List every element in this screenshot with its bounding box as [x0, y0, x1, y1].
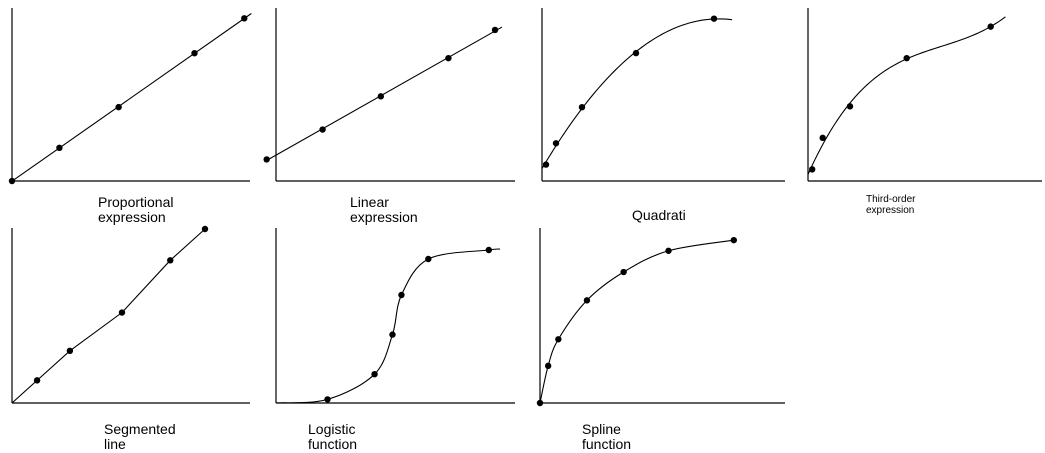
panel-spline — [536, 228, 785, 407]
panel-quadratic — [541, 8, 785, 182]
data-point — [583, 297, 591, 304]
fit-curve — [807, 16, 1006, 175]
fit-curve — [275, 248, 501, 404]
data-point — [632, 49, 640, 57]
data-point — [846, 103, 854, 110]
panel-label-linear: Linear expression — [350, 194, 418, 225]
data-point — [241, 15, 248, 22]
data-point — [544, 362, 552, 370]
data-point — [542, 161, 550, 168]
data-point — [425, 255, 432, 263]
panel-linear — [263, 8, 515, 182]
panel-label-quadratic: Quadrati — [632, 207, 686, 223]
panel-label-logistic: Logistic function — [308, 421, 358, 452]
data-point — [201, 225, 209, 233]
data-point — [987, 23, 994, 30]
data-point — [555, 336, 562, 343]
panel-segmented — [11, 225, 250, 404]
panel-label-third-order: Third-order expression — [866, 194, 916, 216]
data-point — [263, 156, 270, 163]
data-point — [167, 257, 174, 264]
data-point — [620, 268, 627, 276]
panel-third-order — [807, 8, 1042, 182]
data-point — [710, 15, 718, 22]
data-point — [56, 144, 63, 151]
data-point — [903, 54, 910, 62]
data-point — [371, 371, 378, 378]
data-point — [819, 134, 826, 142]
data-point — [118, 309, 126, 316]
data-point — [377, 93, 385, 100]
data-point — [809, 166, 816, 173]
panel-label-spline: Spline function — [582, 421, 632, 452]
data-point — [191, 49, 198, 57]
data-point — [578, 104, 586, 111]
panel-label-proportional: Proportional expression — [98, 194, 174, 225]
data-point — [389, 331, 396, 338]
fit-curve — [539, 239, 734, 404]
data-point — [324, 396, 331, 403]
data-point — [115, 103, 122, 111]
fit-curve — [541, 18, 733, 169]
data-point — [552, 140, 560, 147]
data-point — [491, 26, 499, 34]
data-point — [445, 54, 452, 62]
data-point — [485, 246, 492, 254]
data-point — [33, 377, 41, 384]
data-point — [665, 247, 672, 254]
panel-label-segmented: Segmented line — [104, 421, 176, 452]
panel-logistic — [275, 228, 515, 404]
fit-curve — [9, 13, 252, 184]
data-point — [536, 399, 544, 407]
panel-proportional — [8, 8, 252, 185]
data-point — [319, 126, 326, 133]
data-point — [66, 347, 74, 354]
data-point — [398, 291, 405, 299]
data-point — [730, 236, 737, 244]
fit-curve — [11, 228, 206, 404]
data-point — [8, 177, 16, 185]
